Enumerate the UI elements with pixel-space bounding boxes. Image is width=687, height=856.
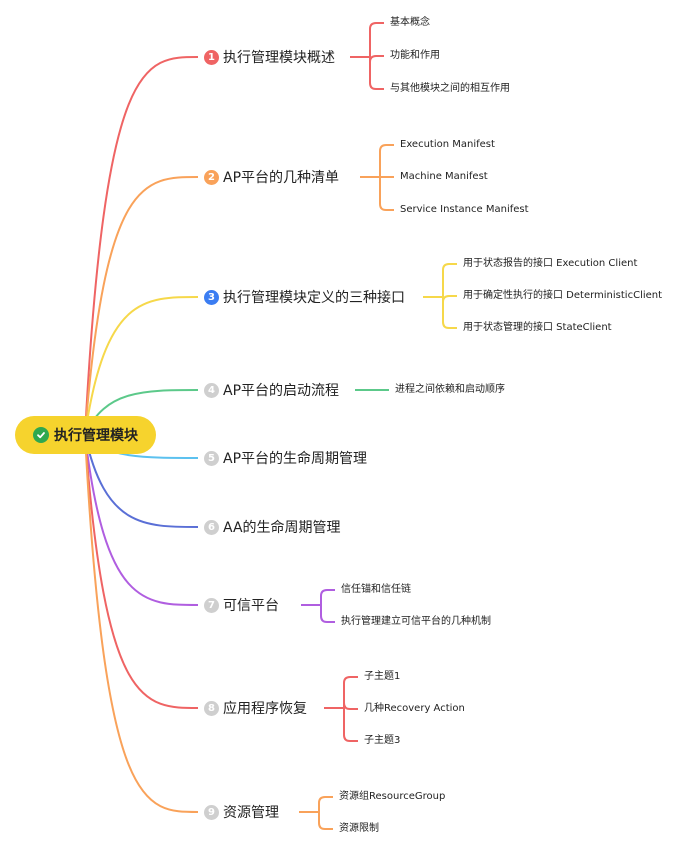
child-connector xyxy=(369,82,384,90)
subtopic[interactable]: 进程之间依赖和启动顺序 xyxy=(395,384,505,395)
child-connector xyxy=(379,203,394,211)
root-topic-label: 执行管理模块 xyxy=(54,428,138,444)
root-topic[interactable]: 执行管理模块 xyxy=(15,416,156,454)
subtopic[interactable]: 几种Recovery Action xyxy=(364,703,465,714)
subtopic[interactable]: Machine Manifest xyxy=(400,171,488,182)
branch-topic-label: AP平台的生命周期管理 xyxy=(223,451,368,467)
subtopic[interactable]: 子主题1 xyxy=(364,671,401,682)
number-badge-icon: 2 xyxy=(204,169,219,185)
branch-topic-label: AA的生命周期管理 xyxy=(223,520,341,536)
subtopic[interactable]: 用于状态管理的接口 StateClient xyxy=(463,322,612,333)
number-badge-icon: 6 xyxy=(204,519,219,535)
number-badge-icon: 9 xyxy=(204,804,219,820)
subtopic[interactable]: 子主题3 xyxy=(364,735,401,746)
child-connector xyxy=(320,615,335,623)
child-connector xyxy=(369,55,384,63)
subtopic[interactable]: 资源限制 xyxy=(339,823,379,834)
child-connector xyxy=(343,676,358,684)
check-circle-icon xyxy=(33,427,49,443)
number-badge-icon: 4 xyxy=(204,382,219,398)
subtopic[interactable]: 基本概念 xyxy=(390,17,430,28)
branch-topic-label: AP平台的几种清单 xyxy=(223,170,340,186)
child-connector xyxy=(318,822,333,830)
subtopic[interactable]: 资源组ResourceGroup xyxy=(339,791,446,802)
branch-connector xyxy=(84,296,199,436)
branch-topic-label: 可信平台 xyxy=(223,598,279,614)
subtopic[interactable]: 与其他模块之间的相互作用 xyxy=(390,83,510,94)
branch-connector xyxy=(84,176,199,436)
branch-connector xyxy=(84,56,199,436)
number-badge-icon: 1 xyxy=(204,49,219,65)
child-connector xyxy=(379,144,394,152)
branch-topic-label: AP平台的启动流程 xyxy=(223,383,340,399)
branch-connector xyxy=(84,434,199,606)
subtopic[interactable]: Service Instance Manifest xyxy=(400,204,529,215)
number-badge-icon: 7 xyxy=(204,597,219,613)
child-connector xyxy=(369,22,384,30)
branch-topic-label: 资源管理 xyxy=(223,805,279,821)
child-connector xyxy=(343,702,358,710)
subtopic[interactable]: Execution Manifest xyxy=(400,139,495,150)
child-connector xyxy=(318,796,333,804)
child-connector xyxy=(320,589,335,597)
number-badge-icon: 8 xyxy=(204,700,219,716)
branch-connector xyxy=(84,434,199,813)
subtopic[interactable]: 功能和作用 xyxy=(390,50,440,61)
subtopic[interactable]: 用于状态报告的接口 Execution Client xyxy=(463,258,638,269)
subtopic[interactable]: 信任锚和信任链 xyxy=(341,584,411,595)
child-connector xyxy=(442,295,457,303)
child-connector xyxy=(442,263,457,271)
child-connector xyxy=(343,734,358,742)
child-connector xyxy=(442,321,457,329)
branch-topic-label: 执行管理模块概述 xyxy=(223,50,335,66)
number-badge-icon: 5 xyxy=(204,450,219,466)
branch-connector xyxy=(84,434,199,528)
branch-connector xyxy=(84,434,199,709)
subtopic[interactable]: 用于确定性执行的接口 DeterministicClient xyxy=(463,290,663,301)
branch-topic-label: 执行管理模块定义的三种接口 xyxy=(223,290,405,306)
subtopic[interactable]: 执行管理建立可信平台的几种机制 xyxy=(341,616,491,627)
number-badge-icon: 3 xyxy=(204,289,219,305)
branch-topic-label: 应用程序恢复 xyxy=(223,701,307,717)
